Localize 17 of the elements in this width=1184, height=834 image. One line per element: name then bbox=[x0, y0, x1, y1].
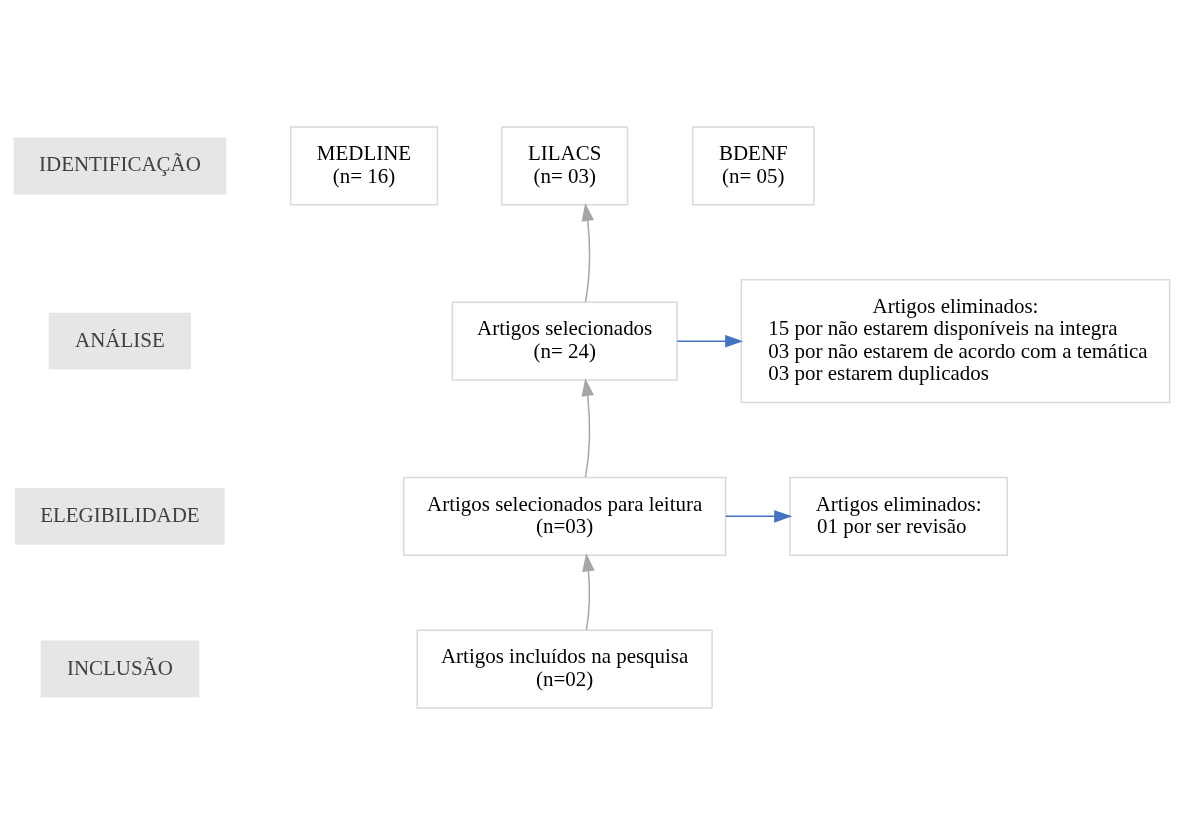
node-box: IDENTIFICAÇÃO bbox=[13, 136, 227, 194]
arrow bbox=[676, 334, 744, 347]
node-box: LILACS (n= 03) bbox=[501, 125, 629, 206]
node-box: Artigos selecionados (n= 24) bbox=[451, 300, 678, 381]
node-box: Artigos eliminados: 15 por não estarem disponíveis na integra 03 por não estarem de acordo com a temática 03 por estarem duplicados bbox=[740, 278, 1171, 403]
arrow bbox=[725, 509, 793, 523]
arrow bbox=[581, 202, 594, 303]
node-box: INCLUSÃO bbox=[40, 640, 200, 698]
node-box: ANÁLISE bbox=[48, 312, 192, 370]
arrow bbox=[582, 552, 595, 631]
node-box: ELEGIBILIDADE bbox=[15, 487, 225, 545]
node-box: Artigos eliminados: 01 por ser revisão bbox=[789, 476, 1008, 556]
node-box: MEDLINE (n= 16) bbox=[289, 125, 439, 206]
node-box: Artigos selecionados para leitura (n=03) bbox=[402, 476, 727, 556]
node-box: BDENF (n= 05) bbox=[691, 125, 815, 206]
node-box: Artigos incluídos na pesquisa (n=02) bbox=[416, 628, 713, 709]
arrow bbox=[581, 377, 594, 478]
